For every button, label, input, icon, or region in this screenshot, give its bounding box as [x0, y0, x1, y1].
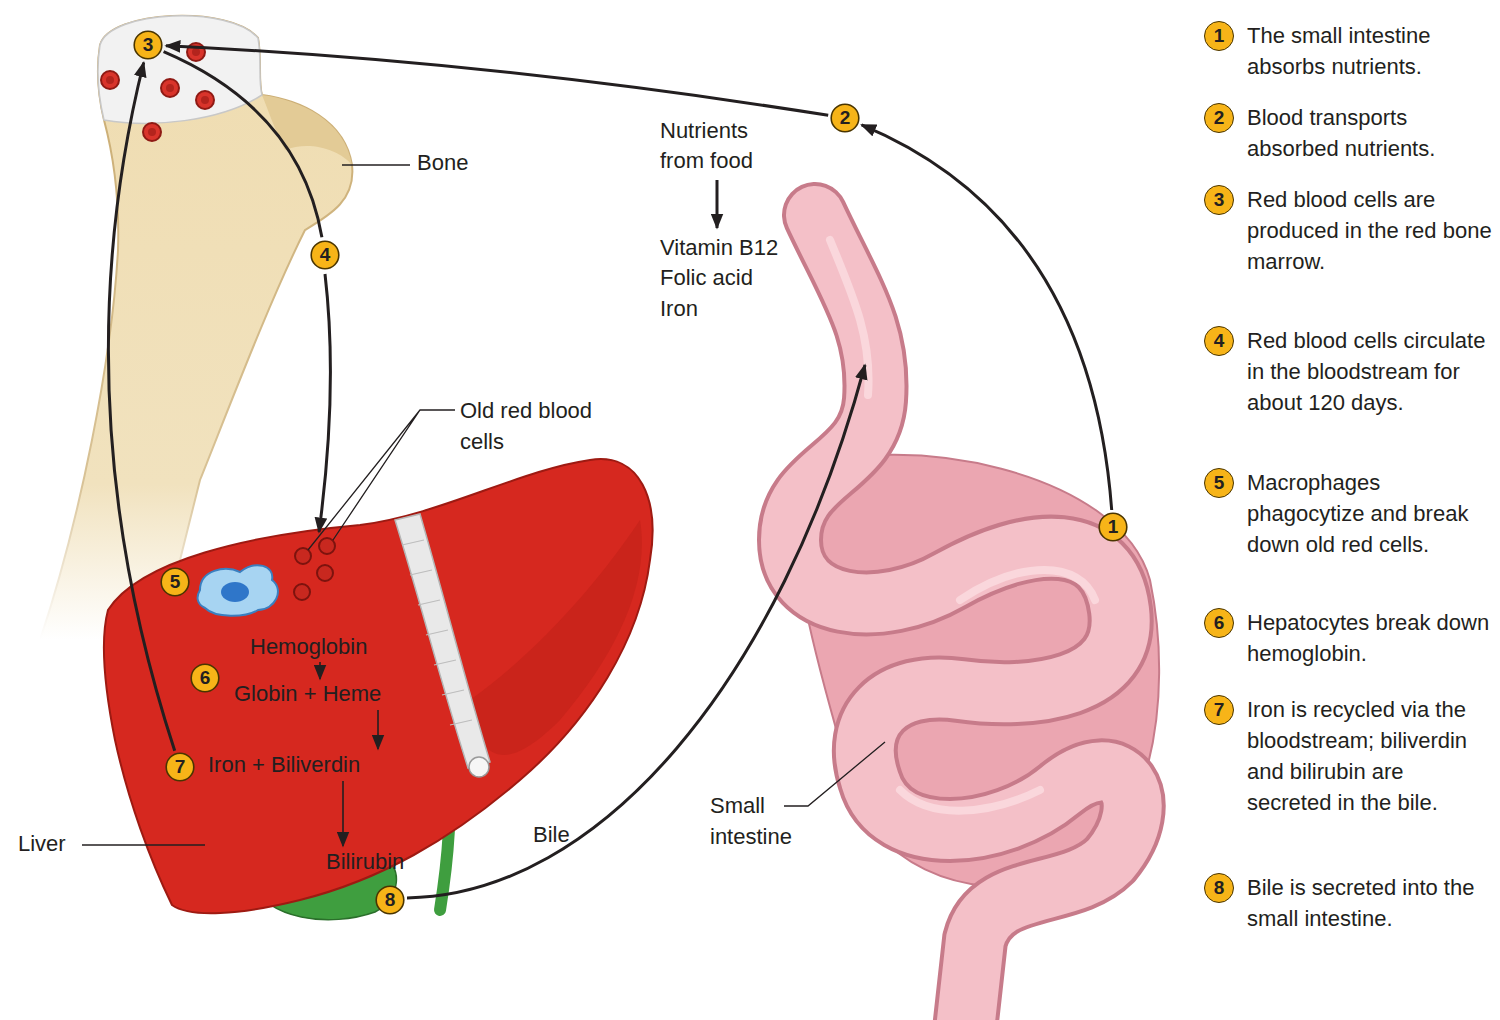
callout-circle: 3 [133, 30, 163, 60]
callout-circle: 5 [160, 567, 190, 597]
part-label: Old red blood cells [460, 395, 600, 457]
vessel-end [469, 757, 489, 777]
macrophage-nucleus [221, 582, 249, 602]
step-description: Macrophages phagocytize and break down o… [1247, 467, 1492, 560]
step-description: The small intestine absorbs nutrients. [1247, 20, 1492, 82]
callout-number: 8 [385, 889, 396, 911]
callout-number: 3 [1204, 185, 1234, 215]
callout-outline [831, 104, 859, 132]
step-description: Hepatocytes break down hemoglobin. [1247, 607, 1492, 669]
callout-circle: 4 [310, 240, 340, 270]
leader-line [82, 844, 205, 845]
step-arrow [377, 710, 379, 749]
callout-number: 2 [840, 107, 851, 129]
part-label: Small intestine [710, 790, 820, 852]
red-blood-cell [192, 48, 200, 56]
callout-outline [161, 568, 189, 596]
callout-circle: 7 [165, 752, 195, 782]
callout-outline [376, 886, 404, 914]
step-description: Iron is recycled via the bloodstream; bi… [1247, 694, 1492, 818]
red-blood-cell [319, 538, 335, 554]
flow-arrow [862, 125, 1112, 510]
source-label: Nutrients from food [660, 116, 785, 176]
callout-number: 5 [1204, 468, 1234, 498]
callout-number: 3 [143, 34, 154, 56]
intestine-tube-outline [790, 215, 1133, 1020]
part-label: Liver [18, 831, 66, 857]
callout-number: 4 [1204, 326, 1234, 356]
red-blood-cell [295, 548, 311, 564]
callout-number: 4 [320, 244, 331, 266]
callout-circle: 2 [830, 103, 860, 133]
red-blood-cell [148, 128, 156, 136]
falciform-ligament [395, 514, 490, 768]
nutrient-arrow [716, 180, 719, 228]
callout-number: 1 [1108, 516, 1119, 538]
intestine-tube [790, 215, 1133, 1020]
old-red-cells [294, 538, 335, 600]
step-description: Red blood cells are produced in the red … [1247, 184, 1492, 277]
callout-number: 6 [200, 667, 211, 689]
nutrient-label: Folic acid [660, 265, 753, 291]
liver-shade [470, 520, 642, 755]
red-blood-cell [166, 84, 174, 92]
marrow-red-cells [101, 43, 214, 141]
intestine-highlight [830, 240, 1095, 811]
callout-outline [134, 31, 162, 59]
step-arrow [342, 781, 344, 846]
flow-arrow [164, 52, 322, 238]
red-blood-cell [106, 76, 114, 84]
callout-number: 1 [1204, 21, 1234, 51]
flow-label: Bile [533, 822, 570, 848]
flow-arrow [108, 63, 174, 751]
callout-number: 7 [175, 756, 186, 778]
flow-arrow [166, 46, 828, 116]
callout-outline [311, 241, 339, 269]
callout-outline [1099, 513, 1127, 541]
red-blood-cell [201, 96, 209, 104]
macrophage [198, 565, 278, 615]
callout-outline [191, 664, 219, 692]
nutrient-label: Vitamin B12 [660, 235, 778, 261]
callout-number: 2 [1204, 103, 1234, 133]
molecule-label: Hemoglobin [250, 634, 367, 660]
red-blood-cell [143, 123, 161, 141]
callout-circle: 8 [375, 885, 405, 915]
ligament-texture [402, 540, 472, 725]
step-description: Blood transports absorbed nutrients. [1247, 102, 1492, 164]
callout-circle: 1 [1098, 512, 1128, 542]
step-arrow [319, 662, 321, 679]
bone-head [98, 16, 262, 123]
callout-outline [166, 753, 194, 781]
callout-number: 7 [1204, 695, 1234, 725]
molecule-label: Bilirubin [326, 849, 404, 875]
molecule-label: Globin + Heme [234, 681, 381, 707]
red-blood-cell [161, 79, 179, 97]
callout-number: 5 [170, 571, 181, 593]
step-description: Red blood cells circulate in the bloodst… [1247, 325, 1492, 418]
circulation-arrow [319, 274, 330, 532]
callout-circle: 6 [190, 663, 220, 693]
molecule-label: Iron + Biliverdin [208, 752, 360, 778]
leader-line [342, 164, 410, 165]
step-description: Bile is secreted into the small intestin… [1247, 872, 1492, 934]
nutrient-label: Iron [660, 296, 698, 322]
bile-arrow [407, 365, 865, 898]
red-blood-cell [294, 584, 310, 600]
red-blood-cell [196, 91, 214, 109]
part-label: Bone [417, 150, 468, 176]
callout-number: 6 [1204, 608, 1234, 638]
red-blood-cell [101, 71, 119, 89]
callout-number: 8 [1204, 873, 1234, 903]
red-blood-cell [317, 565, 333, 581]
leader-line [784, 742, 885, 806]
